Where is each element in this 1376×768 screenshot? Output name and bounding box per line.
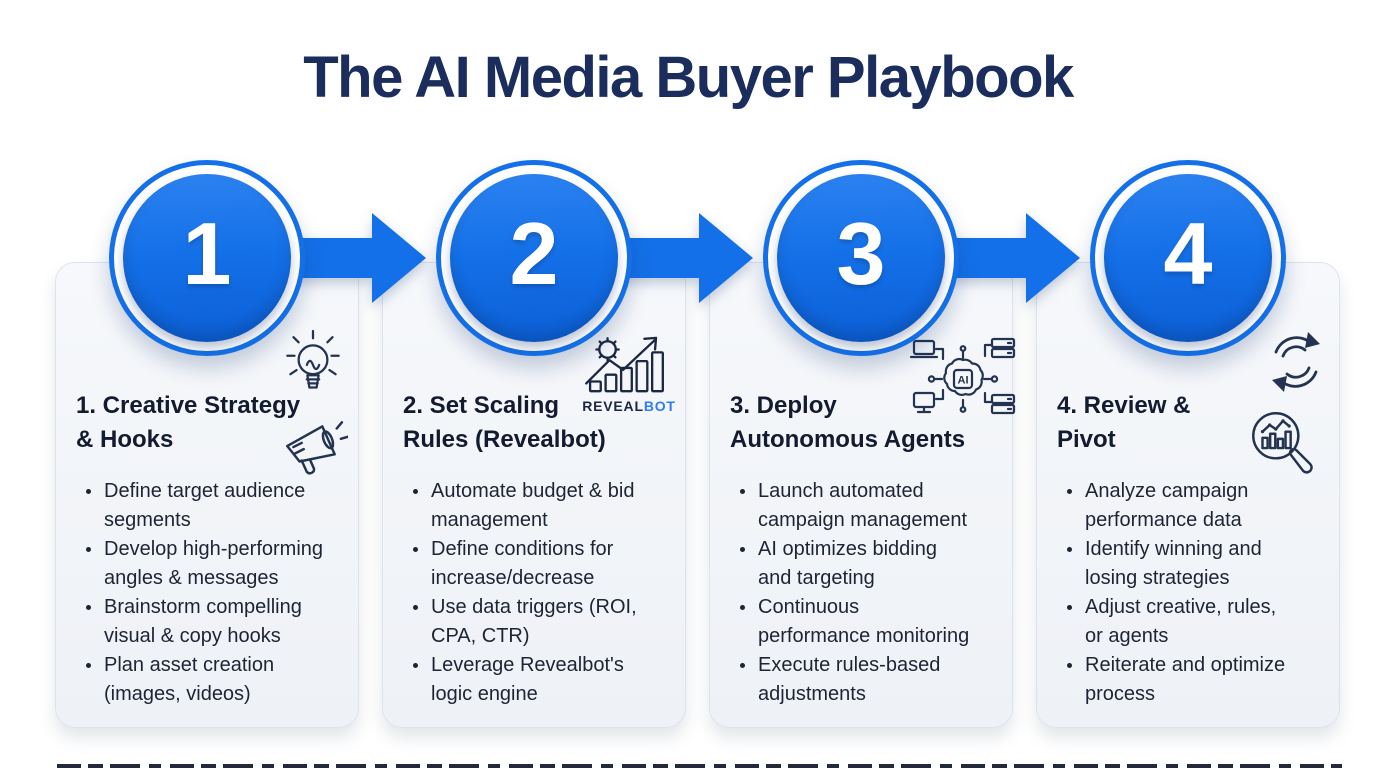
step-bullet-list: Launch automated campaign management AI … (730, 477, 1002, 709)
revealbot-chart-gear-icon (585, 336, 664, 393)
ai-network-icon: AI (908, 335, 1018, 423)
arrow-shaft (619, 238, 699, 278)
step-number: 4 (1163, 204, 1213, 303)
step-circle-fill: 4 (1104, 174, 1272, 342)
bullet-item: Leverage Revealbot's logic engine (430, 651, 675, 709)
step-number: 2 (509, 204, 559, 303)
step-circle-1: 1 (109, 160, 305, 356)
step-heading: 3. Deploy Autonomous Agents (730, 392, 966, 453)
step-card-creative-strategy: 1. Creative Strategy & Hooks Define targ… (55, 262, 359, 728)
bullet-item: Adjust creative, rules, or agents (1084, 593, 1329, 651)
bullet-item: Define target audience segments (103, 477, 348, 535)
bullet-item: Continuous performance monitoring (757, 593, 1002, 651)
step-heading: 4. Review & Pivot (1057, 392, 1191, 453)
arrow-shaft (292, 238, 372, 278)
arrow-head-icon (1026, 213, 1080, 303)
bullet-item: Identify winning and losing strategies (1084, 535, 1329, 593)
svg-text:AI: AI (958, 375, 969, 387)
bullet-item: Use data triggers (ROI, CPA, CTR) (430, 593, 675, 651)
cycle-arrows-icon (1261, 327, 1331, 397)
step-circle-2: 2 (436, 160, 632, 356)
arrow-head-icon (699, 213, 753, 303)
bullet-item: Automate budget & bid management (430, 477, 675, 535)
bullet-item: Launch automated campaign management (757, 477, 1002, 535)
step-number: 1 (182, 204, 232, 303)
step-circle-fill: 1 (123, 174, 291, 342)
revealbot-wordmark: REVEALBOT (579, 398, 679, 414)
revealbot-logo: REVEALBOT (579, 333, 679, 414)
bullet-item: Plan asset creation (images, videos) (103, 651, 348, 709)
magnifier-chart-icon (1243, 403, 1325, 487)
bullet-item: Analyze campaign performance data (1084, 477, 1329, 535)
step-bullet-list: Define target audience segments Develop … (76, 477, 348, 709)
bullet-item: Define conditions for increase/decrease (430, 535, 675, 593)
arrow-head-icon (372, 213, 426, 303)
bullet-item: Brainstorm compelling visual & copy hook… (103, 593, 348, 651)
wordmark-accent: BOT (643, 398, 676, 414)
step-number: 3 (836, 204, 886, 303)
page-title: The AI Media Buyer Playbook (303, 45, 1074, 110)
bullet-item: Reiterate and optimize process (1084, 651, 1329, 709)
step-circle-fill: 3 (777, 174, 945, 342)
wordmark-primary: REVEAL (582, 398, 644, 414)
step-bullet-list: Analyze campaign performance data Identi… (1057, 477, 1329, 709)
lightbulb-icon (282, 329, 344, 405)
bullet-item: AI optimizes bidding and targeting (757, 535, 1002, 593)
step-circle-fill: 2 (450, 174, 618, 342)
step-circle-4: 4 (1090, 160, 1286, 356)
step-circle-3: 3 (763, 160, 959, 356)
step-heading: 1. Creative Strategy & Hooks (76, 392, 301, 453)
bullet-item: Execute rules-based adjustments (757, 651, 1002, 709)
step-heading: 2. Set Scaling Rules (Revealbot) (403, 392, 606, 453)
step-bullet-list: Automate budget & bid management Define … (403, 477, 675, 709)
bullet-item: Develop high-performing angles & message… (103, 535, 348, 593)
arrow-shaft (946, 238, 1026, 278)
megaphone-icon (278, 413, 348, 477)
cropped-footer-text-strip (57, 764, 1342, 768)
